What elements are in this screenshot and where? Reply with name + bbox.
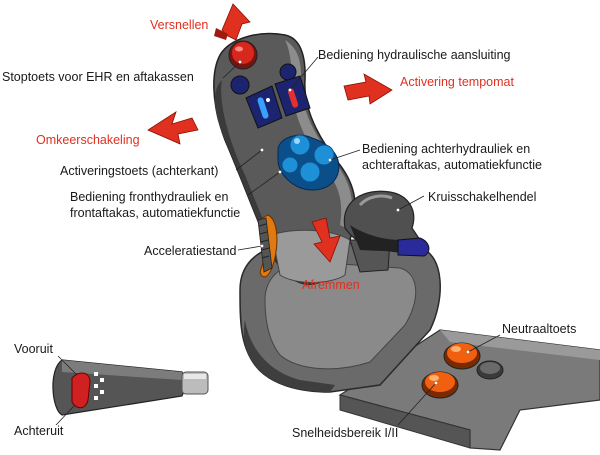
label-snelheid: Snelheidsbereik I/II [292, 426, 399, 440]
label-fronthydr-2: frontaftakas, automatiekfunctie [70, 206, 241, 220]
neutral-button[interactable] [443, 342, 481, 370]
arrow-tempomaat-icon [343, 73, 393, 105]
base-plate [338, 329, 600, 451]
label-stoptoets: Stoptoets voor EHR en aftakassen [2, 70, 194, 84]
grey-button[interactable] [476, 360, 504, 380]
label-activering-achter: Activeringstoets (achterkant) [60, 164, 219, 178]
speed-range-button[interactable] [421, 371, 459, 399]
label-versnellen: Versnellen [150, 18, 209, 32]
stop-button[interactable] [228, 40, 258, 70]
arrow-omkeer-icon [147, 111, 199, 145]
label-omkeer: Omkeerschakeling [36, 133, 140, 147]
label-fronthydr-1: Bediening fronthydrauliek en [70, 190, 229, 204]
acceleration-lever[interactable] [257, 214, 278, 278]
cross-switch-lever[interactable] [343, 190, 430, 273]
label-achterhydr-2: achteraftakas, automatiekfunctie [362, 158, 542, 172]
label-acceleratie: Acceleratiestand [144, 244, 237, 258]
label-kruis: Kruisschakelhendel [428, 190, 537, 204]
label-hydraulisch: Bediening hydraulische aansluiting [318, 48, 511, 62]
leader-lines [55, 56, 501, 426]
shuttle-lever[interactable] [52, 359, 209, 416]
hydraulic-control-panel[interactable] [230, 63, 311, 129]
label-achterhydr-1: Bediening achterhydrauliek en [362, 142, 531, 156]
label-achteruit: Achteruit [14, 424, 64, 438]
label-afremmen: Afremmen [302, 278, 360, 292]
label-tempomaat: Activering tempomat [400, 75, 514, 89]
arrow-versnellen-icon [214, 3, 251, 41]
arrow-afremmen-icon [311, 217, 341, 263]
label-vooruit: Vooruit [14, 342, 53, 356]
label-neutraal: Neutraaltoets [502, 322, 577, 336]
